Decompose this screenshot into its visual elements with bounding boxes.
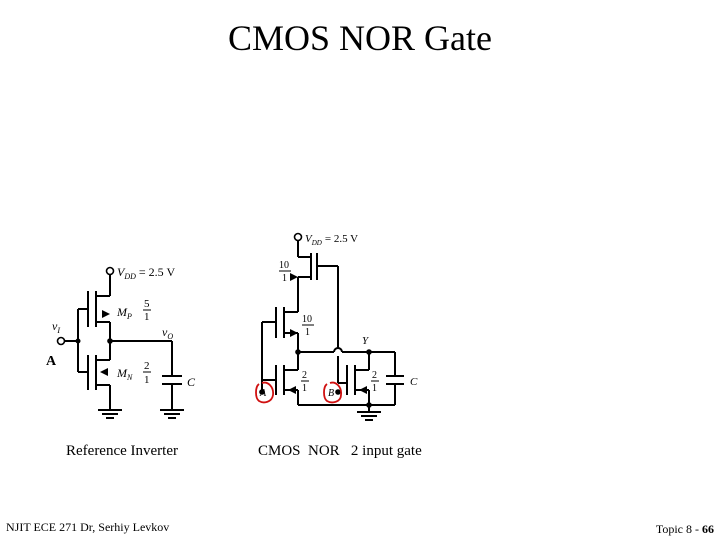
nor-nmos-a-ratio-num: 2	[302, 370, 307, 381]
nor-pmos2-ratio-den: 1	[305, 327, 310, 338]
nor-nmos-b-ratio-num: 2	[372, 370, 377, 381]
label-a: A	[46, 354, 57, 369]
inverter-nmos-ratio-den: 1	[144, 374, 150, 386]
highlight-circle-a	[255, 381, 274, 404]
nor-nmos-b-ratio-den: 1	[372, 383, 377, 394]
nor-pmos1-ratio-den: 1	[282, 273, 287, 284]
inverter-pmos-ratio-den: 1	[144, 311, 150, 323]
nor-output-label: Y	[362, 335, 370, 347]
inverter-nmos-ratio-num: 2	[144, 360, 150, 372]
inverter-vdd-label: VDD= 2.5 V	[117, 265, 175, 281]
footer-page: Topic 8 - 66	[655, 522, 714, 536]
caption-cmos-nor: CMOS NOR 2 input gate	[258, 443, 422, 459]
slide-title: CMOS NOR Gate	[227, 18, 492, 58]
inverter-output-label: vO	[162, 325, 173, 341]
caption-reference-inverter: Reference Inverter	[66, 443, 179, 459]
nor-cap-label: C	[410, 376, 418, 388]
inverter-nmos-label: MN	[116, 366, 133, 382]
nor-input-a-label: A	[259, 388, 267, 399]
nor-nmos-a-ratio-den: 1	[302, 383, 307, 394]
nor-vdd-label: VDD= 2.5 V	[305, 233, 358, 247]
nor-pmos1-ratio-num: 10	[279, 260, 289, 271]
nor-input-b-label: B	[328, 388, 334, 399]
inverter-pmos-ratio-num: 5	[144, 298, 150, 310]
inverter-input-label: vI	[52, 319, 60, 335]
nor-pmos2-ratio-num: 10	[302, 314, 312, 325]
footer-course: NJIT ECE 271 Dr, Serhiy Levkov	[6, 520, 170, 534]
highlight-circle-b	[323, 381, 342, 404]
inverter-cap-label: C	[187, 375, 196, 389]
inverter-pmos-label: MP	[116, 305, 132, 321]
